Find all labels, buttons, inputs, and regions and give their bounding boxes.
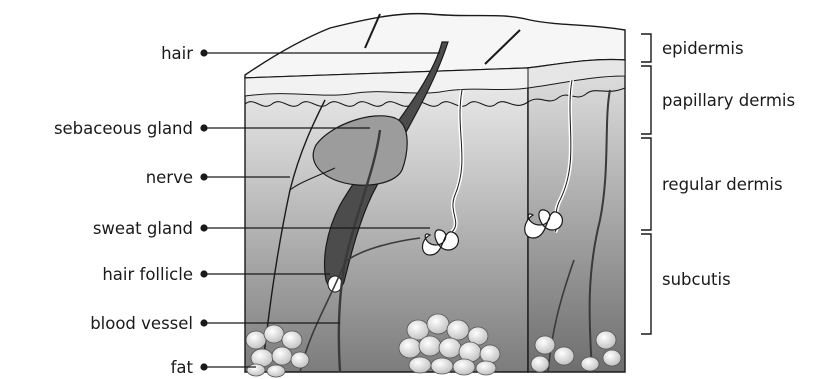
label-nerve: nerve [146,168,193,187]
bracket-subcutis [641,234,651,334]
label-fat: fat [171,358,194,377]
label-subcutis: subcutis [662,270,731,289]
dot-hair [200,49,207,56]
bracket-epidermis [641,34,651,62]
dot-fat [200,363,207,370]
label-hair-follicle: hair follicle [102,265,193,284]
bracket-papillary-dermis [641,66,651,134]
label-epidermis: epidermis [662,39,744,58]
dot-blood-vessel [200,319,207,326]
front-face [245,68,528,372]
label-regular-dermis: regular dermis [662,175,783,194]
label-papillary-dermis: papillary dermis [662,91,795,110]
label-hair: hair [161,44,193,63]
label-blood-vessel: blood vessel [90,314,193,333]
bracket-regular-dermis [641,138,651,230]
dot-hair-follicle [200,270,207,277]
right-brackets [641,34,651,334]
dot-nerve [200,173,207,180]
dot-sebaceous-gland [200,124,207,131]
left-label-dots [200,49,207,370]
label-sebaceous-gland: sebaceous gland [54,119,193,138]
label-sweat-gland: sweat gland [93,219,193,238]
dot-sweat-gland [200,224,207,231]
